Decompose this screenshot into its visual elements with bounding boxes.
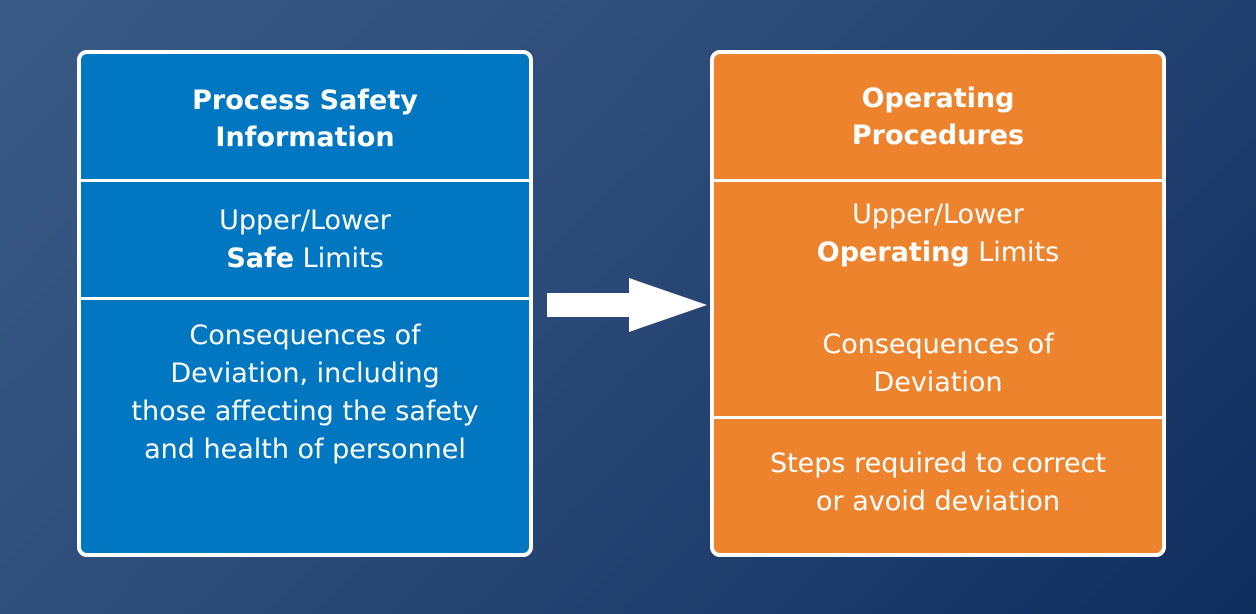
process-safety-information-box: Process Safety Information Upper/Lower S… bbox=[77, 50, 533, 557]
psi-limits-bold: Safe bbox=[226, 243, 295, 274]
op-consequences-line1: Consequences of bbox=[822, 329, 1054, 360]
op-steps: Steps required to correct or avoid devia… bbox=[714, 419, 1162, 553]
op-steps-line1: Steps required to correct bbox=[769, 448, 1107, 479]
psi-limits-line1: Upper/Lower bbox=[219, 205, 391, 236]
psi-consequences: Consequences of Deviation, including tho… bbox=[81, 300, 529, 553]
right-arrow-icon bbox=[547, 278, 707, 332]
op-divider-1 bbox=[714, 179, 1162, 182]
op-limits-and-consequences: Upper/Lower Operating Limits Consequence… bbox=[714, 182, 1162, 416]
psi-limits-line2: Safe Limits bbox=[226, 240, 383, 278]
psi-title-line1: Process Safety bbox=[192, 84, 418, 116]
psi-limits-rest: Limits bbox=[294, 243, 384, 274]
op-limits-rest: Limits bbox=[969, 237, 1060, 268]
psi-title-line2: Information bbox=[215, 121, 395, 153]
op-limits-line2: Operating Limits bbox=[817, 234, 1059, 272]
op-title-line1: Operating bbox=[861, 82, 1015, 114]
psi-safe-limits: Upper/Lower Safe Limits bbox=[81, 182, 529, 297]
psi-divider-1 bbox=[81, 179, 529, 182]
op-header: Operating Procedures bbox=[714, 54, 1162, 179]
psi-divider-2 bbox=[81, 297, 529, 300]
psi-header: Process Safety Information bbox=[81, 54, 529, 179]
psi-consequences-line1: Consequences of bbox=[189, 320, 421, 351]
op-title-line2: Procedures bbox=[851, 119, 1025, 151]
psi-consequences-line3: those affecting the safety bbox=[131, 396, 479, 427]
operating-procedures-box: Operating Procedures Upper/Lower Operati… bbox=[710, 50, 1166, 557]
op-limits-bold: Operating bbox=[816, 237, 970, 268]
arrow-shape bbox=[547, 278, 707, 332]
psi-consequences-line2: Deviation, including bbox=[170, 358, 440, 389]
op-consequences-line2: Deviation bbox=[873, 367, 1003, 398]
psi-consequences-line4: and health of personnel bbox=[144, 434, 466, 465]
op-steps-line2: or avoid deviation bbox=[816, 486, 1060, 517]
op-divider-2 bbox=[714, 416, 1162, 419]
op-limits-line1: Upper/Lower bbox=[852, 199, 1024, 230]
